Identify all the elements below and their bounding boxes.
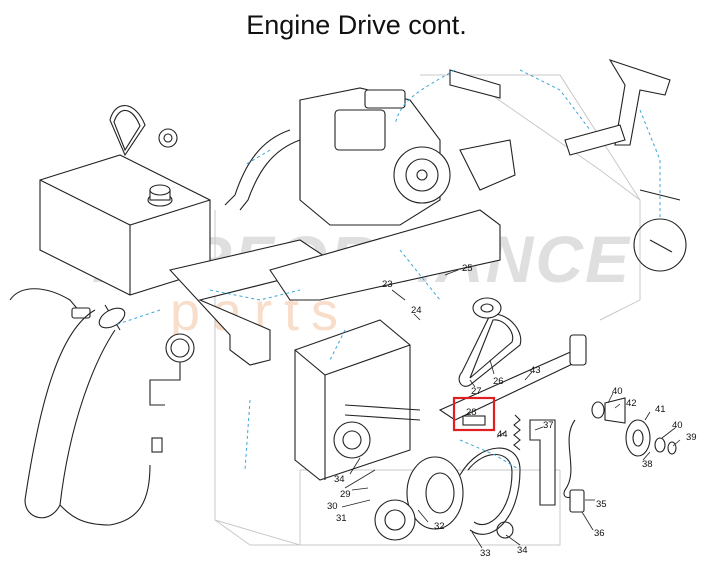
callout-label: 28 xyxy=(466,407,477,418)
callout-label: 40 xyxy=(612,386,623,397)
spring xyxy=(513,414,521,451)
callout-label: 24 xyxy=(411,305,422,316)
mounting-bracket xyxy=(168,69,516,366)
callout-label: 36 xyxy=(594,528,605,539)
callout-label: 43 xyxy=(530,365,541,376)
callout-label: 26 xyxy=(493,376,504,387)
callout-label: 40 xyxy=(672,420,683,431)
callout-label: 25 xyxy=(462,263,473,274)
belt-and-pulley xyxy=(458,297,522,387)
callout-label: 34 xyxy=(517,545,528,556)
callout-label: 30 xyxy=(327,501,338,512)
gearbox xyxy=(294,319,421,481)
callout-label: 29 xyxy=(340,489,351,500)
callout-label: 44 xyxy=(497,429,508,440)
callout-label: 42 xyxy=(626,398,637,409)
fuel-tank xyxy=(9,154,211,319)
callout-label: 31 xyxy=(336,513,347,524)
callout-label: 37 xyxy=(543,420,554,431)
callout-leaders xyxy=(341,269,681,549)
callout-label: 34 xyxy=(334,474,345,485)
belt-top-left xyxy=(109,105,178,157)
brake-drum-and-band xyxy=(374,447,521,541)
callout-label: 27 xyxy=(471,386,482,397)
callout-label: 38 xyxy=(642,459,653,470)
part-28-shape xyxy=(462,415,486,426)
callout-labels: 23 24 25 26 27 28 29 30 31 32 33 34 34 3… xyxy=(327,263,697,559)
callout-label: 41 xyxy=(655,404,666,415)
callout-label: 32 xyxy=(434,521,445,532)
tension-arm xyxy=(438,334,587,513)
engine-assembly xyxy=(224,87,451,226)
assembly-guide-lines xyxy=(114,69,661,471)
control-linkage xyxy=(564,59,687,272)
callout-label: 23 xyxy=(382,279,393,290)
exhaust-pipe xyxy=(24,304,163,526)
highlighted-part-28[interactable] xyxy=(452,396,496,432)
callout-label: 33 xyxy=(480,548,491,559)
callout-label: 39 xyxy=(686,432,697,443)
oil-filter xyxy=(149,333,195,406)
diagram-title: Engine Drive cont. xyxy=(246,10,467,40)
callout-label: 35 xyxy=(596,499,607,510)
